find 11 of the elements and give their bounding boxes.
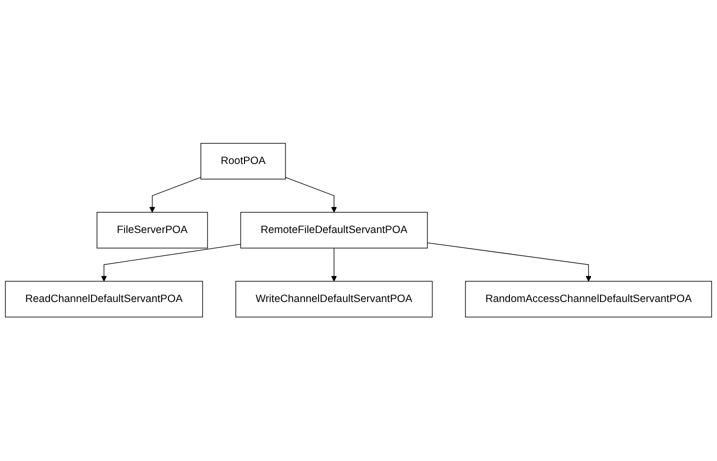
node-box: RemoteFileDefaultServantPOA (240, 212, 428, 249)
node-box: ReadChannelDefaultServantPOA (5, 281, 203, 318)
node-box: WriteChannelDefaultServantPOA (235, 281, 433, 318)
arrow (101, 244, 242, 282)
node-box: RandomAccessChannelDefaultServantPOA (465, 281, 712, 318)
arrow (331, 248, 337, 282)
node-box: RootPOA (200, 143, 286, 180)
node-box: FileServerPOA (96, 212, 208, 249)
arrow (427, 242, 592, 282)
arrow (285, 177, 337, 213)
arrow (149, 177, 202, 213)
